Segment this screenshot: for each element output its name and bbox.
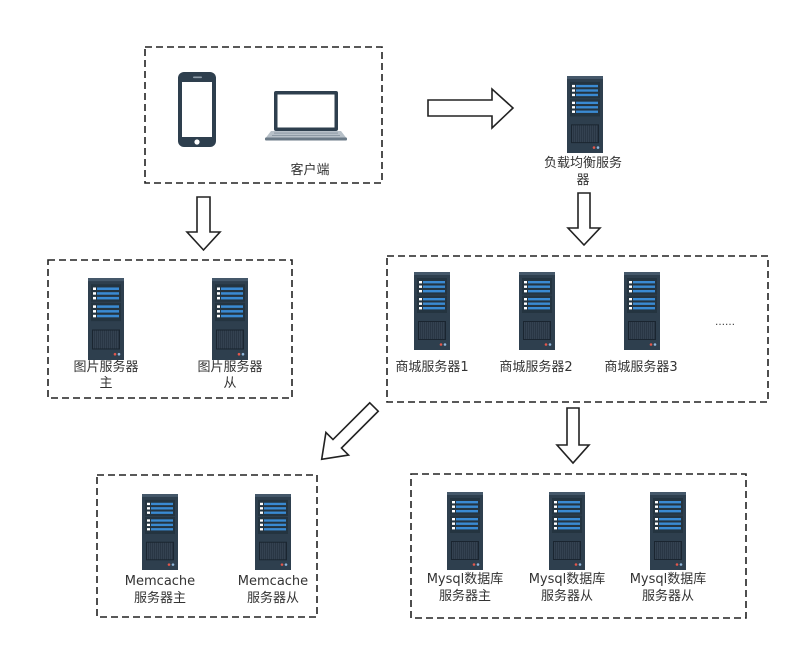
image-server-master-icon xyxy=(88,278,124,360)
client-group-box xyxy=(144,46,383,184)
mall-server-group-box xyxy=(386,255,769,403)
memcache-server-master-icon xyxy=(142,494,178,570)
mysql-server-slave-1-label-line1: Mysql数据库 xyxy=(528,572,606,587)
arrow-client-to-load-balancer xyxy=(427,87,515,130)
image-server-slave-label: 图片服务器 从 xyxy=(170,360,290,392)
load-balancer-server-icon xyxy=(567,76,603,153)
arrow-mall-to-mysql xyxy=(555,407,591,465)
image-server-master-label: 图片服务器 主 xyxy=(46,360,166,392)
laptop-icon xyxy=(265,91,347,141)
mall-server-2-icon xyxy=(519,272,555,350)
mysql-server-slave-2-label-line2: 服务器从 xyxy=(641,589,694,604)
mysql-server-master-label: Mysql数据库 服务器主 xyxy=(405,571,525,605)
memcache-server-slave-label-line1: Memcache xyxy=(237,574,309,589)
memcache-server-master-label-line1: Memcache xyxy=(124,574,196,589)
image-server-group-box xyxy=(47,259,293,399)
mysql-server-master-icon xyxy=(447,492,483,570)
image-server-master-label-line1: 图片服务器 xyxy=(73,360,139,375)
mall-server-1-icon xyxy=(414,272,450,350)
memcache-server-slave-label-line2: 服务器从 xyxy=(246,591,299,606)
load-balancer-label-line2: 器 xyxy=(576,173,590,188)
memcache-server-master-label-line2: 服务器主 xyxy=(133,591,186,606)
mysql-server-slave-2-label-line1: Mysql数据库 xyxy=(629,572,707,587)
image-server-slave-label-line1: 图片服务器 xyxy=(197,360,263,375)
image-server-master-label-line2: 主 xyxy=(99,376,113,391)
mysql-group-box xyxy=(410,473,747,619)
client-label: 客户端 xyxy=(290,163,330,178)
load-balancer-label-line1: 负载均衡服务 xyxy=(543,156,622,171)
arrow-mall-to-memcache xyxy=(320,401,380,461)
mall-server-3-label: 商城服务器3 xyxy=(604,360,678,375)
memcache-group-box xyxy=(96,474,318,618)
mysql-server-slave-2-label: Mysql数据库 服务器从 xyxy=(608,571,728,605)
mall-server-1-label: 商城服务器1 xyxy=(395,360,469,375)
mall-more-ellipsis: …… xyxy=(715,317,735,328)
memcache-server-master-label: Memcache 服务器主 xyxy=(100,573,220,607)
mysql-server-master-label-line2: 服务器主 xyxy=(438,589,491,604)
memcache-server-slave-icon xyxy=(255,494,291,570)
image-server-slave-icon xyxy=(212,278,248,360)
arrow-load-balancer-to-mall-servers xyxy=(566,192,602,247)
mysql-server-slave-1-label: Mysql数据库 服务器从 xyxy=(507,571,627,605)
phone-icon xyxy=(178,72,216,147)
mall-server-3-icon xyxy=(624,272,660,350)
mysql-server-slave-1-label-line2: 服务器从 xyxy=(540,589,593,604)
mysql-server-master-label-line1: Mysql数据库 xyxy=(426,572,504,587)
mall-server-2-label: 商城服务器2 xyxy=(499,360,573,375)
memcache-server-slave-label: Memcache 服务器从 xyxy=(213,573,333,607)
mysql-server-slave-2-icon xyxy=(650,492,686,570)
arrow-client-to-image-servers xyxy=(185,196,222,252)
image-server-slave-label-line2: 从 xyxy=(223,376,237,391)
load-balancer-label: 负载均衡服务 器 xyxy=(523,155,643,189)
mysql-server-slave-1-icon xyxy=(549,492,585,570)
